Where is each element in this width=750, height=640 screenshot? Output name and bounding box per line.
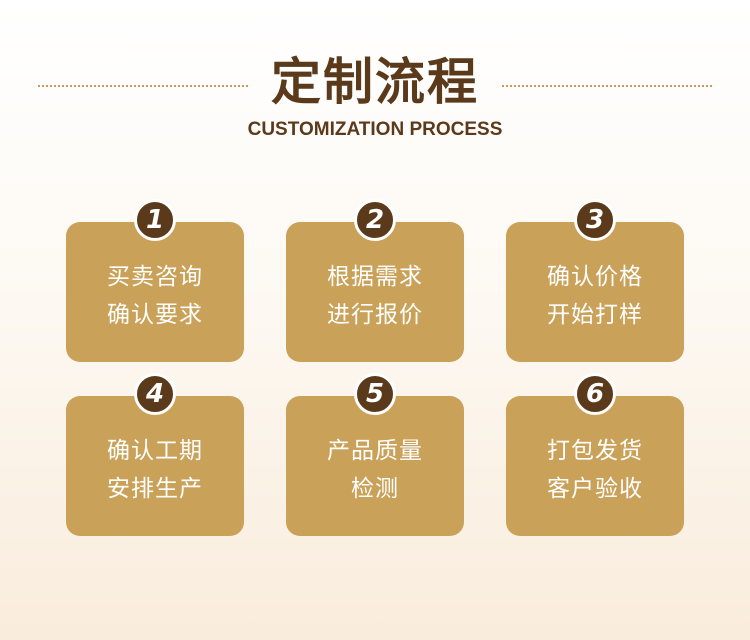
step-line-1: 确认价格 <box>547 264 643 290</box>
left-dotted-divider <box>38 85 248 87</box>
step-card-6: 6 打包发货 客户验收 <box>506 373 684 536</box>
header: 定制流程 CUSTOMIZATION PROCESS <box>0 0 750 160</box>
right-dotted-divider <box>502 85 712 87</box>
step-card-3: 3 确认价格 开始打样 <box>506 199 684 362</box>
step-text: 打包发货 客户验收 <box>506 432 684 508</box>
step-line-1: 根据需求 <box>327 264 423 290</box>
step-text: 根据需求 进行报价 <box>286 258 464 334</box>
step-card-1: 1 买卖咨询 确认要求 <box>66 199 244 362</box>
step-text: 产品质量 检测 <box>286 432 464 508</box>
step-line-2: 检测 <box>351 476 399 502</box>
step-number-badge: 5 <box>354 373 396 415</box>
step-line-1: 产品质量 <box>327 438 423 464</box>
step-card-5: 5 产品质量 检测 <box>286 373 464 536</box>
step-card-4: 4 确认工期 安排生产 <box>66 373 244 536</box>
step-line-2: 客户验收 <box>547 476 643 502</box>
step-card-2: 2 根据需求 进行报价 <box>286 199 464 362</box>
step-number-badge: 3 <box>574 199 616 241</box>
page-subtitle: CUSTOMIZATION PROCESS <box>247 119 503 140</box>
step-line-1: 确认工期 <box>107 438 203 464</box>
step-number-badge: 1 <box>134 199 176 241</box>
step-text: 买卖咨询 确认要求 <box>66 258 244 334</box>
step-text: 确认工期 安排生产 <box>66 432 244 508</box>
step-number-badge: 2 <box>354 199 396 241</box>
step-line-1: 打包发货 <box>547 438 643 464</box>
step-line-2: 安排生产 <box>107 476 203 502</box>
step-text: 确认价格 开始打样 <box>506 258 684 334</box>
step-line-1: 买卖咨询 <box>107 264 203 290</box>
step-line-2: 开始打样 <box>547 302 643 328</box>
step-line-2: 进行报价 <box>327 302 423 328</box>
step-number-badge: 6 <box>574 373 616 415</box>
page-title: 定制流程 <box>271 53 479 111</box>
step-number-badge: 4 <box>134 373 176 415</box>
step-line-2: 确认要求 <box>107 302 203 328</box>
